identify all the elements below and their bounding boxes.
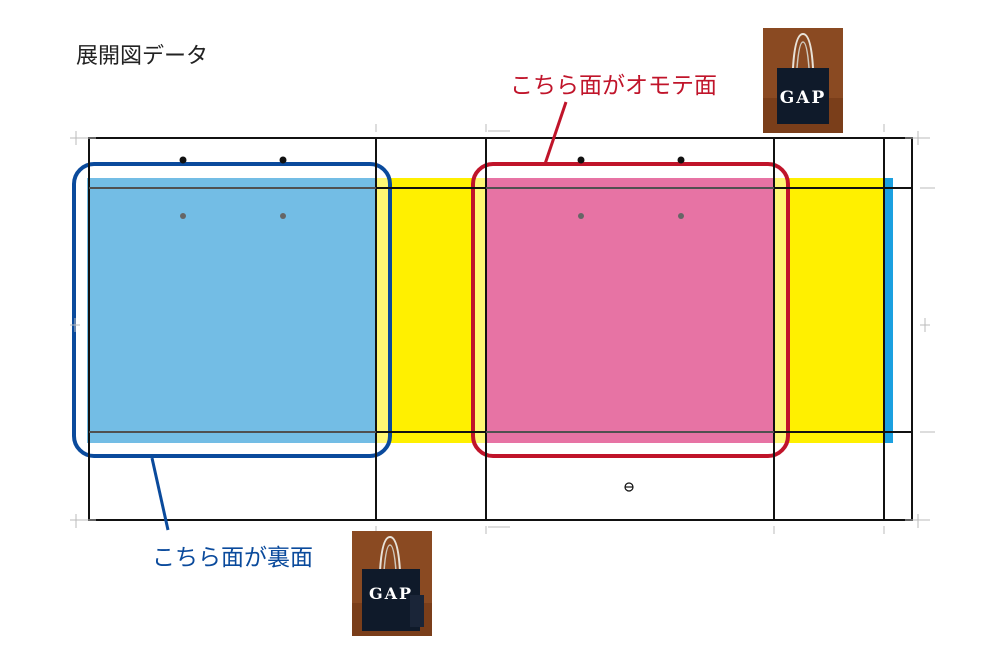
- back-side-label: こちら面が裏面: [152, 545, 313, 571]
- guide-lines: [89, 187, 774, 433]
- front-panel-highlight: [471, 162, 790, 458]
- crop-marks: [70, 124, 935, 534]
- handle-holes-inner: [180, 213, 684, 219]
- page-title: 展開図データ: [76, 44, 209, 69]
- bag-logo: GAP: [369, 584, 413, 603]
- gusset-print-area-left: [377, 178, 487, 443]
- gusset-print-area-right: [775, 178, 885, 443]
- back-label-leader: [150, 457, 170, 531]
- shopping-bag-photo-icon: GAP: [352, 531, 432, 636]
- shopping-bag-photo-icon: GAP: [763, 28, 843, 133]
- front-label-leader: [543, 101, 568, 165]
- front-bag-photo: GAP: [763, 28, 843, 133]
- glue-flap-strip: [885, 178, 893, 443]
- bag-logo: GAP: [780, 88, 827, 108]
- back-panel-highlight: [72, 162, 392, 458]
- handle-holes: [179, 156, 685, 164]
- front-side-label: こちら面がオモテ面: [510, 73, 717, 99]
- front-panel-print-area: [487, 178, 775, 443]
- back-bag-photo: GAP: [352, 531, 432, 636]
- registration-mark: [624, 482, 634, 492]
- back-panel-print-area: [87, 178, 377, 443]
